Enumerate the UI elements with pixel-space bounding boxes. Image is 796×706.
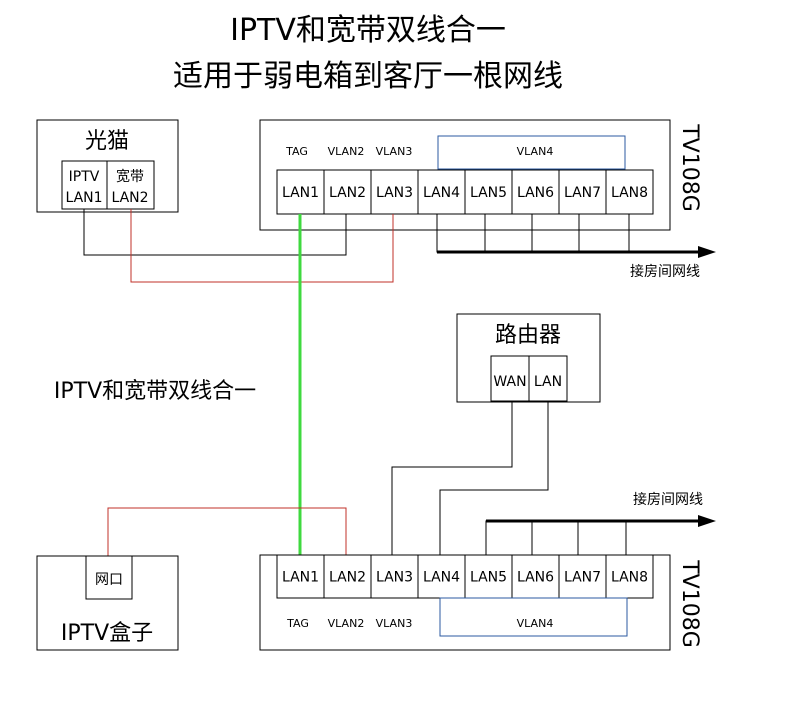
switch-bottom-vlan4-label: VLAN4: [517, 617, 554, 630]
switch-bottom-tag-1: TAG: [286, 617, 309, 630]
switch-bottom-model: TV108G: [677, 559, 702, 648]
switch-top-port-label-7: LAN7: [564, 185, 601, 201]
switch-top-port-label-4: LAN4: [423, 185, 460, 201]
switch-top-port-label-2: LAN2: [329, 185, 366, 201]
switch-bottom-port-label-8: LAN8: [611, 570, 648, 586]
modem-port1-line2: LAN1: [65, 190, 102, 206]
modem-port1-line1: IPTV: [69, 169, 100, 185]
router-name: 路由器: [495, 323, 561, 348]
bottom-room-lines-box: [485, 520, 627, 556]
wire-router-lan-to-lan4: [439, 401, 549, 555]
switch-top-model: TV108G: [677, 123, 702, 212]
switch-bottom-port-label-5: LAN5: [470, 570, 507, 586]
switch-bottom-ports: LAN1 LAN2 LAN3 LAN4 LAN5 LAN6 LAN7 LAN8: [276, 554, 654, 599]
switch-top-port-label-3: LAN3: [376, 185, 413, 201]
switch-bottom-port-label-1: LAN1: [282, 570, 319, 586]
title-line2: 适用于弱电箱到客厅一根网线: [173, 59, 563, 94]
wire-modem-lan2-to-vlan3: [130, 209, 394, 283]
side-label: IPTV和宽带双线合一: [54, 379, 256, 404]
switch-top-port-label-5: LAN5: [470, 185, 507, 201]
switch-bottom-port-label-4: LAN4: [423, 570, 460, 586]
switch-top-vlan4-label: VLAN4: [517, 145, 554, 158]
wire-stb-to-lan2: [107, 507, 347, 556]
switch-top-port-label-1: LAN1: [282, 185, 319, 201]
router-lan-label: LAN: [534, 374, 562, 390]
switch-bottom-port-label-7: LAN7: [564, 570, 601, 586]
modem-name: 光猫: [85, 129, 129, 154]
modem-port2-line2: LAN2: [111, 190, 148, 206]
switch-top-tag-3: VLAN3: [376, 145, 413, 158]
switch-bottom-port-label-2: LAN2: [329, 570, 366, 586]
wire-router-wan-to-lan3: [391, 401, 513, 555]
switch-top-tag-1: TAG: [285, 145, 308, 158]
switch-top-port-label-6: LAN6: [517, 185, 554, 201]
top-room-lines-box: [436, 213, 630, 253]
bottom-arrow-label: 接房间网线: [633, 491, 703, 508]
router-wan-label: WAN: [493, 374, 526, 390]
switch-top-box: [259, 119, 671, 231]
switch-bottom-port-label-3: LAN3: [376, 570, 413, 586]
router-box: [456, 313, 601, 403]
stb-port: [85, 555, 133, 600]
switch-top-ports: LAN1 LAN2 LAN3 LAN4 LAN5 LAN6 LAN7 LAN8: [276, 169, 654, 215]
switch-bottom-tag-2: VLAN2: [328, 617, 365, 630]
bottom-room-arrow-head: [698, 515, 716, 527]
stb-port-label: 网口: [95, 572, 123, 588]
top-arrow-label: 接房间网线: [630, 263, 700, 280]
switch-bottom-tag-3: VLAN3: [376, 617, 413, 630]
top-room-arrow-head: [698, 246, 716, 258]
stb-name: IPTV盒子: [61, 621, 153, 646]
switch-top-tag-2: VLAN2: [328, 145, 365, 158]
modem-box: [36, 119, 179, 213]
switch-bottom-port-8: [605, 554, 654, 599]
switch-top-port-label-8: LAN8: [611, 185, 648, 201]
switch-top-vlan4-box: [437, 135, 626, 170]
title-line1: IPTV和宽带双线合一: [230, 13, 506, 48]
modem-port2-line1: 宽带: [116, 168, 144, 185]
switch-bottom-port-label-6: LAN6: [517, 570, 554, 586]
switch-bottom-vlan4-box: [439, 597, 628, 637]
wire-modem-lan1-to-vlan2: [83, 209, 347, 256]
